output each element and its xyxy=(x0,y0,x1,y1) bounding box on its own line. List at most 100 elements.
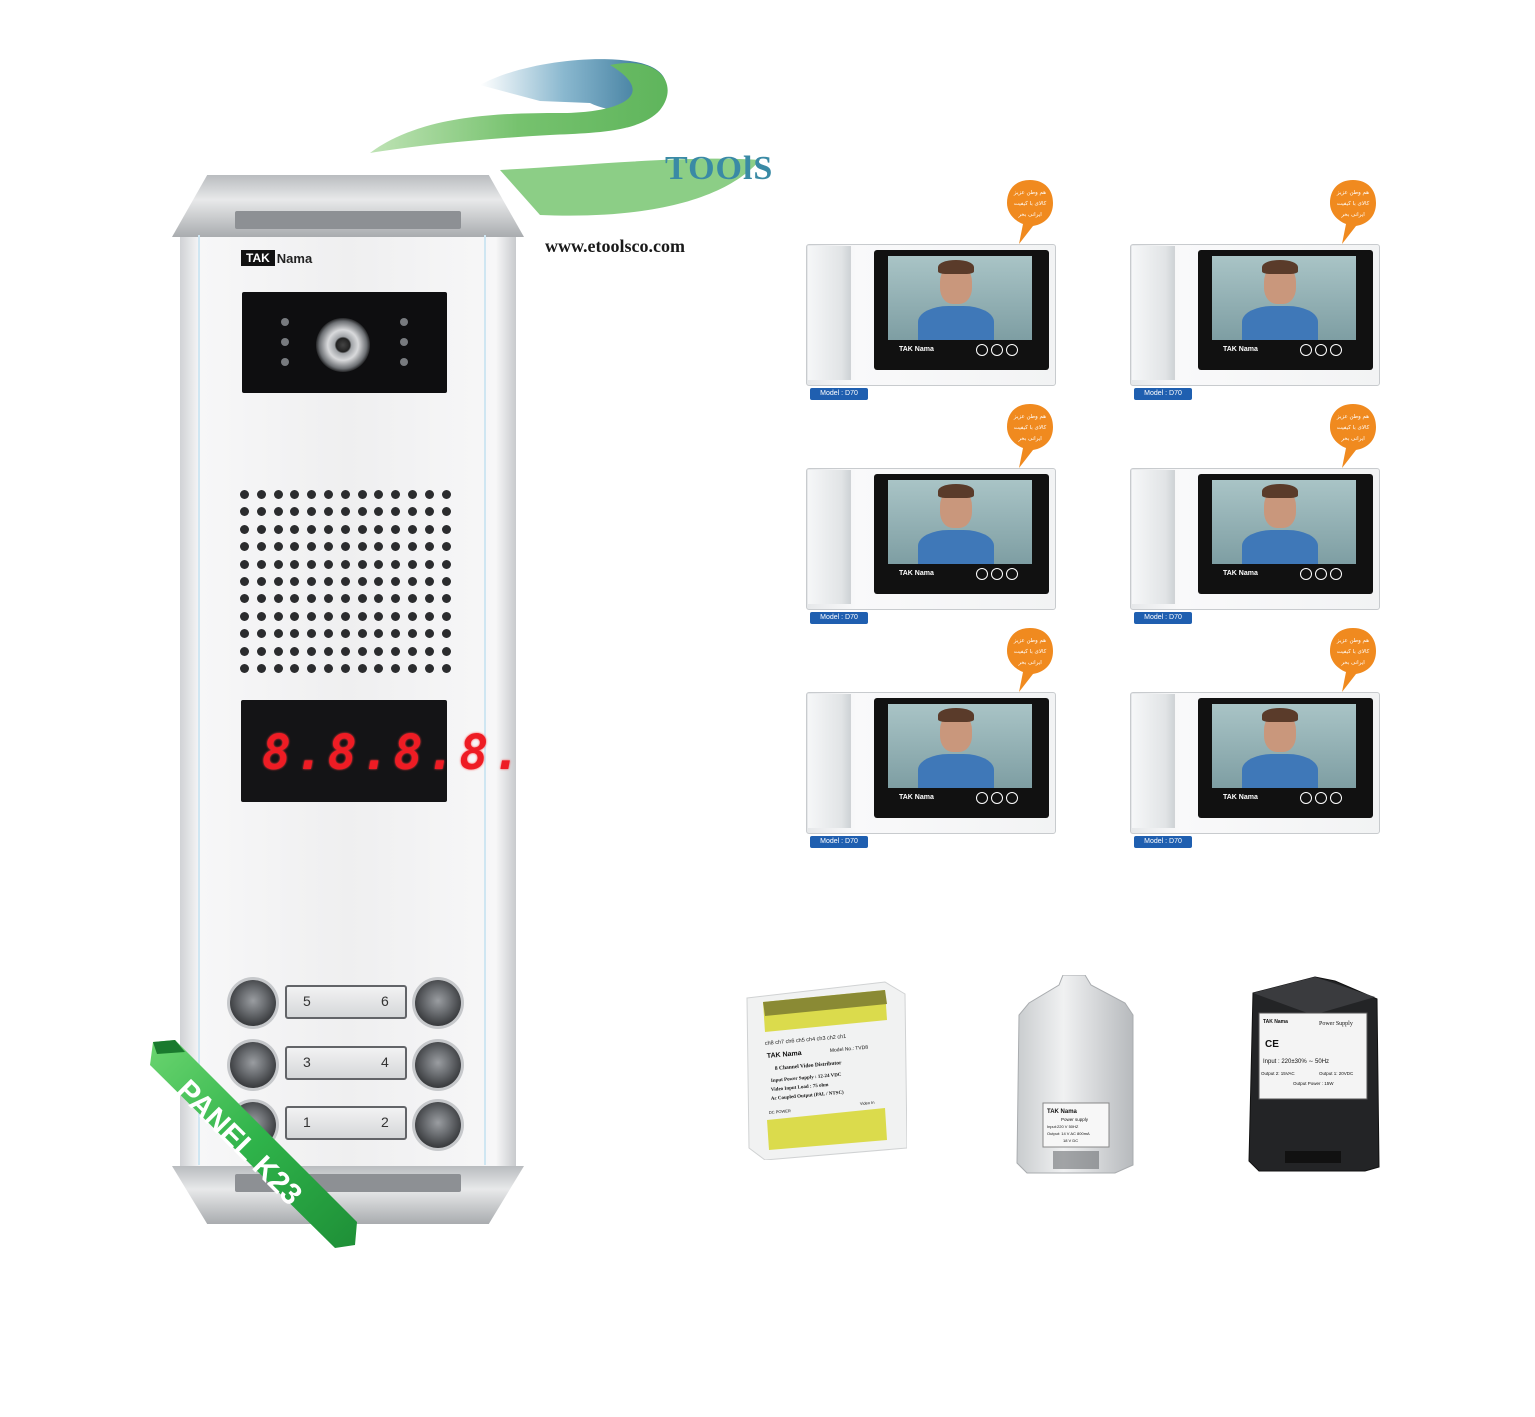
door-key-icon[interactable] xyxy=(1330,568,1342,580)
call-button-4[interactable] xyxy=(415,1042,461,1088)
speaker-hole xyxy=(408,577,417,586)
monitor-button-icon[interactable] xyxy=(991,568,1003,580)
monitor-handset[interactable] xyxy=(1132,470,1175,604)
speaker-hole xyxy=(357,559,367,569)
talk-button-icon[interactable] xyxy=(1300,344,1312,356)
speaker-hole xyxy=(424,542,434,552)
speaker-hole xyxy=(273,524,283,534)
speaker-hole xyxy=(441,629,451,639)
badge-line: کالای با کیفیت xyxy=(1014,200,1047,207)
monitor-handset[interactable] xyxy=(1132,246,1175,380)
call-button-6[interactable] xyxy=(415,980,461,1026)
speaker-hole xyxy=(324,629,333,639)
speaker-hole xyxy=(273,542,283,552)
talk-button-icon[interactable] xyxy=(1300,568,1312,580)
speaker-hole xyxy=(340,611,350,621)
model-tag: Model : D70 xyxy=(810,388,868,400)
speaker-hole xyxy=(441,542,451,552)
speaker-hole xyxy=(374,611,384,621)
etools-logo xyxy=(370,59,760,216)
talk-button-icon[interactable] xyxy=(976,568,988,580)
speaker-hole xyxy=(240,559,249,569)
call-button-2[interactable] xyxy=(415,1102,461,1148)
speaker-hole xyxy=(408,646,417,656)
speaker-hole xyxy=(240,577,249,586)
speaker-hole xyxy=(408,611,417,621)
monitor-button-icon[interactable] xyxy=(991,792,1003,804)
speaker-hole xyxy=(256,577,266,586)
speaker-hole xyxy=(307,577,317,586)
speaker-hole xyxy=(273,594,283,604)
call-button-5[interactable] xyxy=(230,980,276,1026)
speaker-hole xyxy=(391,559,401,569)
speaker-hole xyxy=(374,577,384,586)
speaker-grille xyxy=(240,490,451,675)
speaker-hole xyxy=(391,629,401,639)
ir-led-icon xyxy=(281,338,289,346)
speaker-hole xyxy=(273,646,283,656)
door-key-icon[interactable] xyxy=(1006,568,1018,580)
speaker-hole xyxy=(307,524,317,534)
speaker-hole xyxy=(408,664,417,673)
plate-number: 5 xyxy=(303,993,311,1009)
badge-line: ایرانی بخر xyxy=(1340,660,1365,666)
dist-video-in: Video In xyxy=(860,1100,875,1106)
speaker-hole xyxy=(240,542,249,552)
monitor-button-icon[interactable] xyxy=(991,344,1003,356)
visitor-shirt xyxy=(1242,530,1318,564)
badge-line: هم وطن عزیز xyxy=(1336,638,1369,644)
monitor-handset[interactable] xyxy=(808,470,851,604)
speaker-hole xyxy=(357,646,367,656)
monitor-controls xyxy=(1300,792,1342,804)
dist-model: Model No.: TVD8 xyxy=(830,1045,869,1054)
visitor-shirt xyxy=(1242,754,1318,788)
monitor-controls xyxy=(976,792,1018,804)
monitor-screen xyxy=(1212,704,1356,788)
door-key-icon[interactable] xyxy=(1006,792,1018,804)
speaker-hole xyxy=(340,507,350,517)
speaker-hole xyxy=(357,594,367,604)
monitor-button-icon[interactable] xyxy=(1315,344,1327,356)
speaker-hole xyxy=(408,507,417,517)
speaker-hole xyxy=(441,646,451,656)
speaker-hole xyxy=(240,507,249,517)
monitor-button-icon[interactable] xyxy=(1315,792,1327,804)
speaker-hole xyxy=(273,559,283,569)
monitor-screen xyxy=(888,704,1032,788)
speaker-hole xyxy=(290,594,300,604)
talk-button-icon[interactable] xyxy=(976,344,988,356)
speaker-hole xyxy=(290,611,300,621)
visitor-hair xyxy=(938,260,974,274)
speaker-hole xyxy=(240,611,249,621)
talk-button-icon[interactable] xyxy=(976,792,988,804)
speaker-hole xyxy=(374,524,384,534)
call-button-3[interactable] xyxy=(230,1042,276,1088)
panel-edge-left xyxy=(198,235,200,1165)
visitor-shirt xyxy=(1242,306,1318,340)
speaker-hole xyxy=(340,629,350,639)
monitor-button-icon[interactable] xyxy=(1315,568,1327,580)
speaker-hole xyxy=(374,542,384,552)
door-key-icon[interactable] xyxy=(1006,344,1018,356)
speaker-hole xyxy=(357,577,367,586)
monitor-handset[interactable] xyxy=(808,694,851,828)
speaker-hole xyxy=(357,490,367,499)
website-url[interactable]: www.etoolsco.com xyxy=(545,236,685,256)
power-supply-small: TAK Nama Power supply Input:220 V 50HZ O… xyxy=(1016,975,1134,1174)
monitor-handset[interactable] xyxy=(808,246,851,380)
display-digits: 8.8.8.8. xyxy=(262,725,526,781)
speaker-hole xyxy=(256,664,266,673)
monitor-handset[interactable] xyxy=(1132,694,1175,828)
speaker-hole xyxy=(441,524,451,534)
door-key-icon[interactable] xyxy=(1330,344,1342,356)
speaker-hole xyxy=(441,577,451,586)
speaker-hole xyxy=(441,594,451,604)
speaker-hole xyxy=(240,524,249,534)
speaker-hole xyxy=(357,524,367,534)
door-key-icon[interactable] xyxy=(1330,792,1342,804)
speaker-hole xyxy=(391,507,401,517)
name-plate: 1 2 xyxy=(285,1106,407,1140)
talk-button-icon[interactable] xyxy=(1300,792,1312,804)
